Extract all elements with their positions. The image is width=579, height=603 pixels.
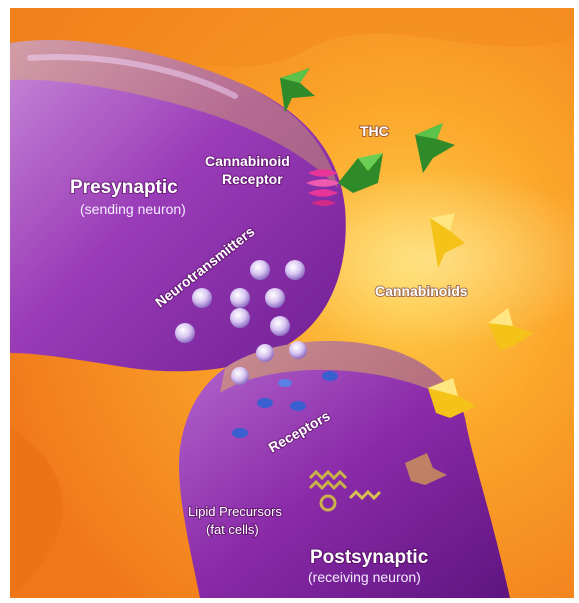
neurotransmitter-vesicle-icon: [250, 260, 270, 280]
presynaptic-sublabel: (sending neuron): [80, 201, 186, 217]
synapse-illustration: Presynaptic (sending neuron) Cannabinoid…: [10, 8, 574, 598]
neurotransmitter-vesicle-icon: [265, 288, 285, 308]
receptor-icon: [290, 401, 306, 411]
cannabinoid-receptor-label-line2: Receptor: [222, 171, 283, 187]
lipid-precursors-label-line2: (fat cells): [206, 522, 259, 537]
receptor-icon: [257, 398, 273, 408]
neurotransmitter-vesicle-icon: [192, 288, 212, 308]
receptor-icon: [278, 379, 292, 387]
neurotransmitter-vesicle-icon: [230, 308, 250, 328]
neurotransmitter-vesicle-icon: [256, 344, 274, 362]
neurotransmitter-vesicle-icon: [289, 341, 307, 359]
thc-label: THC: [360, 123, 389, 139]
neurotransmitter-vesicle-icon: [270, 316, 290, 336]
neurotransmitter-vesicle-icon: [285, 260, 305, 280]
postsynaptic-sublabel: (receiving neuron): [308, 569, 421, 585]
receptor-icon: [322, 371, 338, 381]
cannabinoids-label: Cannabinoids: [375, 283, 468, 299]
neurotransmitter-vesicle-icon: [231, 367, 249, 385]
cannabinoid-receptor-label-line1: Cannabinoid: [205, 153, 290, 169]
presynaptic-label: Presynaptic: [70, 177, 178, 198]
postsynaptic-label: Postsynaptic: [310, 547, 429, 568]
lipid-precursors-label-line1: Lipid Precursors: [188, 504, 282, 519]
neurotransmitter-vesicle-icon: [230, 288, 250, 308]
neurotransmitter-vesicle-icon: [175, 323, 195, 343]
receptor-icon: [232, 428, 248, 438]
